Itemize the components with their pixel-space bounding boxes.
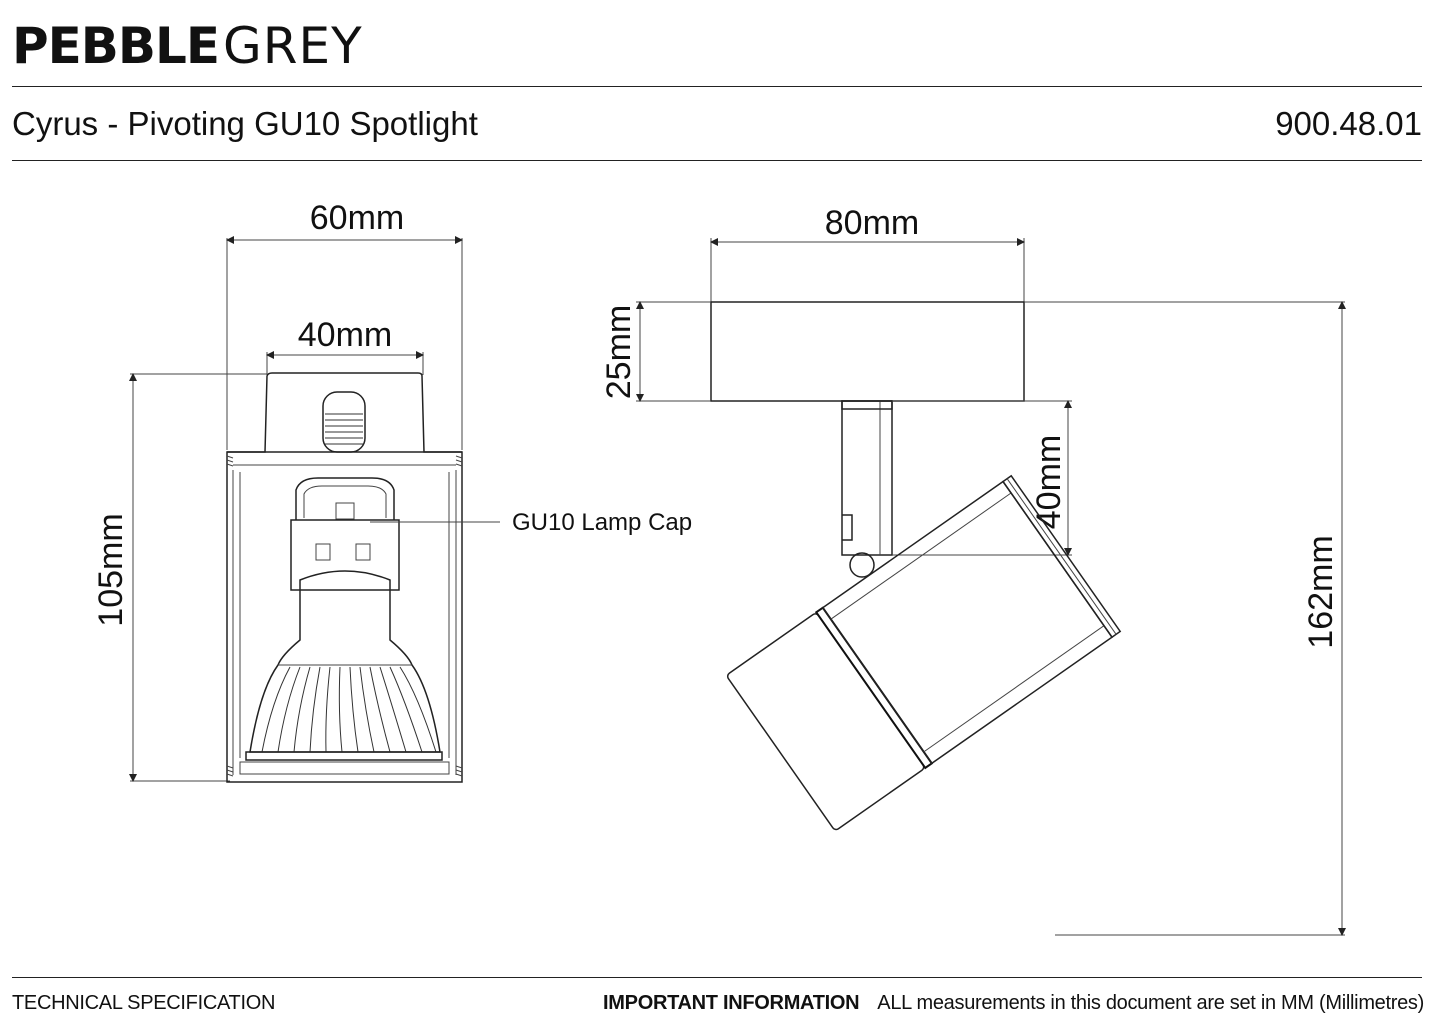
dim-total-height-label: 162mm bbox=[1302, 535, 1340, 648]
front-bezel bbox=[239, 761, 450, 775]
lamp-neck bbox=[277, 590, 413, 666]
lamp-cap-housing bbox=[290, 519, 400, 591]
front-view: 60mm 40mm 105mm bbox=[92, 199, 692, 783]
dim-height-label: 105mm bbox=[92, 513, 130, 626]
lamp-cap-callout: GU10 Lamp Cap bbox=[512, 509, 692, 536]
dim-width-inner-label: 40mm bbox=[298, 316, 392, 354]
front-mount-outline bbox=[227, 372, 462, 453]
head-barrel-line-bottom bbox=[923, 625, 1105, 753]
stem-joint bbox=[842, 514, 853, 541]
footer-important-label: IMPORTANT INFORMATION bbox=[603, 992, 860, 1014]
side-view: 80mm 25mm 162mm 40mm bbox=[600, 204, 1346, 936]
head-joint-ring bbox=[814, 606, 934, 770]
header-divider-top bbox=[12, 86, 1422, 87]
product-title: Cyrus - Pivoting GU10 Spotlight bbox=[12, 105, 478, 142]
lamp-reflector bbox=[249, 664, 441, 753]
front-screw bbox=[322, 391, 366, 453]
head-front-lens bbox=[1006, 478, 1117, 635]
footer-important-text: ALL measurements in this document are se… bbox=[877, 992, 1424, 1014]
head-barrel-line-top bbox=[830, 492, 1012, 620]
dim-stem-height-label: 40mm bbox=[1030, 435, 1068, 529]
head-back-cap bbox=[726, 613, 925, 831]
dim-width-outer-label: 60mm bbox=[310, 199, 404, 237]
footer-important: IMPORTANT INFORMATION ALL measurements in… bbox=[603, 990, 1424, 1016]
lamp-cap-inner bbox=[303, 485, 387, 518]
footer-divider bbox=[12, 977, 1422, 978]
lamp-cap-notch bbox=[335, 502, 355, 520]
lamp-cap-top bbox=[295, 477, 395, 520]
ceiling-plate bbox=[710, 301, 1025, 402]
header-divider-bottom bbox=[12, 160, 1422, 161]
lamp-pin-right bbox=[355, 543, 371, 561]
front-body-outline bbox=[226, 451, 463, 783]
stem bbox=[841, 400, 893, 556]
logo-bold-text: PEBBLE bbox=[12, 17, 220, 75]
product-code: 900.48.01 bbox=[1275, 105, 1422, 142]
footer-spec-label: TECHNICAL SPECIFICATION bbox=[12, 992, 276, 1014]
brand-logo: PEBBLE GREY bbox=[12, 14, 363, 74]
tilted-head bbox=[726, 474, 1122, 831]
dim-plate-height-label: 25mm bbox=[600, 305, 638, 399]
lamp-pin-left bbox=[315, 543, 331, 561]
stem-collar bbox=[841, 400, 893, 410]
pivot-knuckle bbox=[849, 552, 875, 578]
dim-plate-width-label: 80mm bbox=[825, 204, 919, 242]
lamp-neck-top bbox=[299, 570, 391, 590]
lamp-lens bbox=[245, 751, 443, 761]
logo-light-text: GREY bbox=[223, 17, 363, 75]
